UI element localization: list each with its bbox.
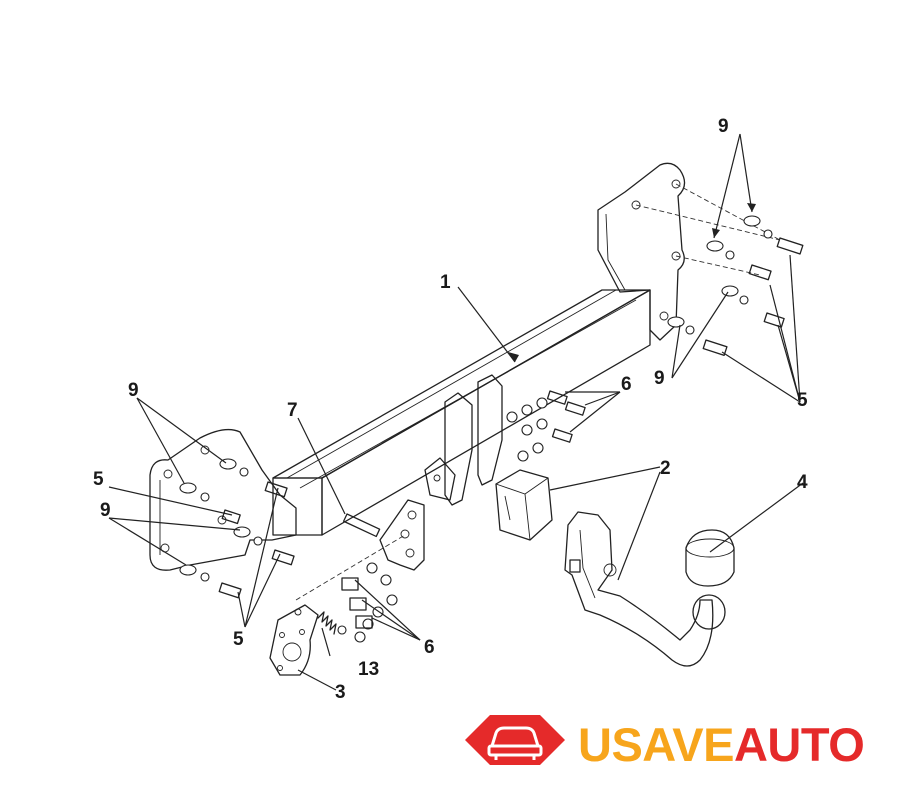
callout-5-right: 5 (797, 390, 808, 411)
callout-9-top-right: 9 (718, 116, 729, 137)
callout-9-mid-right: 9 (654, 368, 665, 389)
callout-13: 13 (358, 659, 379, 680)
callout-7: 7 (287, 400, 298, 421)
callout-6-top: 6 (621, 374, 632, 395)
right-mounting-bracket (597, 162, 686, 341)
car-badge-icon (465, 715, 565, 765)
leader-lines (108, 133, 804, 691)
tow-neck (564, 511, 714, 667)
right-fasteners (635, 183, 804, 357)
spring-13 (317, 611, 337, 635)
callout-5-left-top: 5 (93, 469, 104, 490)
svg-text:USAVEAUTO: USAVEAUTO (578, 718, 864, 771)
logo-text-auto: AUTO (734, 718, 864, 771)
callout-4: 4 (797, 472, 808, 493)
left-fasteners (179, 458, 295, 599)
center-fasteners (506, 390, 586, 462)
callout-5-left-bottom: 5 (233, 629, 244, 650)
callout-9-left-top: 9 (128, 380, 139, 401)
callout-labels: 1 2 3 4 5 5 5 6 6 7 9 9 9 9 13 (93, 116, 808, 703)
socket-plate (269, 604, 319, 676)
callout-3: 3 (335, 682, 346, 703)
car-icon (487, 726, 543, 760)
callout-2: 2 (660, 458, 671, 479)
bolt-7 (342, 513, 381, 538)
callout-1: 1 (440, 272, 451, 293)
callout-6-bottom: 6 (424, 637, 435, 658)
brand-logo: USAVEAUTO (465, 715, 865, 771)
center-side-plates (424, 374, 503, 506)
left-mounting-bracket (149, 428, 297, 571)
socket-bracket (379, 499, 425, 571)
logo-text-usave: USAVE (578, 718, 734, 771)
socket-housing (495, 469, 553, 541)
lower-fasteners (295, 534, 406, 643)
callout-9-left-bottom: 9 (100, 500, 111, 521)
tow-ball (685, 529, 735, 630)
